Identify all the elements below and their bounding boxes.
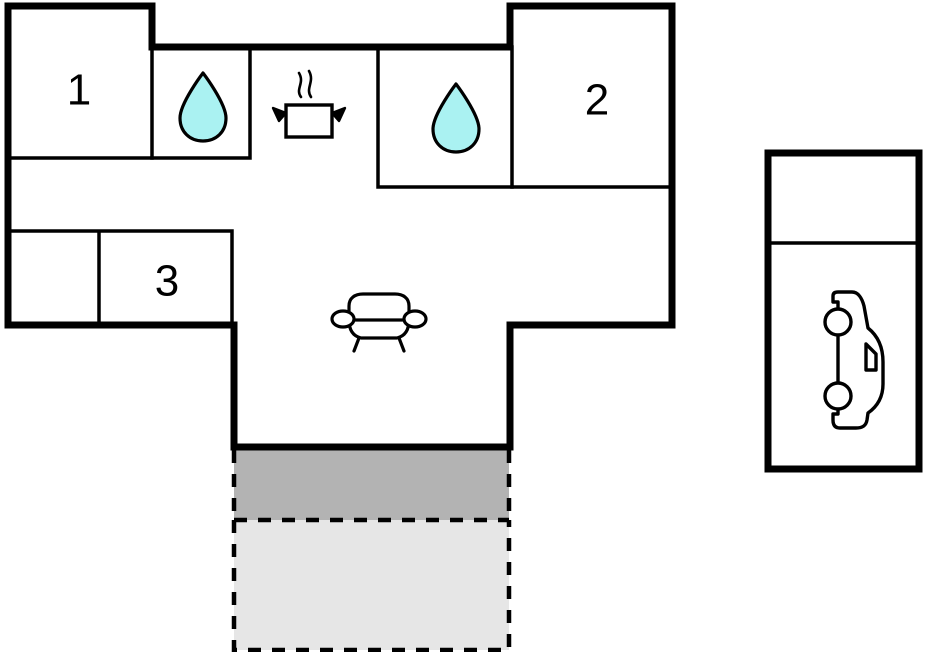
- sofa-armrest-left: [330, 309, 356, 329]
- room-3-label: 3: [155, 257, 179, 306]
- car-icon: [823, 290, 885, 430]
- sofa-armrest-right: [402, 309, 428, 329]
- sofa-icon: [330, 292, 428, 353]
- pot-handle-right: [330, 106, 347, 123]
- main-house-outline: [4, 2, 676, 451]
- main-house-walls: [4, 2, 676, 451]
- car-wheel-front: [823, 381, 853, 411]
- terrace-open-area: [234, 520, 509, 650]
- terrace-open-dashed-border: [231, 520, 512, 652]
- sofa-backrest: [347, 292, 411, 322]
- sofa-seat: [347, 318, 411, 340]
- water-drop-icon: [431, 82, 481, 154]
- room-2-partition: [510, 45, 674, 189]
- car-window: [864, 342, 878, 372]
- water-drop-icon: [178, 71, 228, 143]
- pot-body: [284, 103, 334, 139]
- water-drop-shape: [178, 71, 228, 143]
- room-3-partition: [6, 229, 234, 327]
- pot-steam-right: [307, 69, 313, 99]
- cooking-pot-icon: [271, 69, 347, 139]
- sofa-leg-right: [397, 336, 406, 353]
- room-1-partition: [6, 4, 154, 160]
- sofa-leg-left: [352, 336, 361, 353]
- bathroom-1-partition: [150, 45, 252, 160]
- terrace-covered-dashed-border: [231, 450, 512, 520]
- pot-handle-left: [271, 106, 288, 123]
- room-2-label: 2: [585, 76, 609, 125]
- car-wheel-rear: [823, 307, 853, 337]
- room-labels: 1 2 3: [67, 66, 609, 306]
- pot-steam-left: [297, 71, 303, 99]
- car-body: [831, 290, 885, 430]
- terrace-group: [231, 450, 512, 652]
- bathroom-2-partition: [376, 45, 514, 189]
- room-1-label: 1: [67, 66, 91, 115]
- water-drop-shape: [431, 82, 481, 154]
- terrace-covered-area: [234, 450, 509, 520]
- interior-walls: [6, 4, 674, 327]
